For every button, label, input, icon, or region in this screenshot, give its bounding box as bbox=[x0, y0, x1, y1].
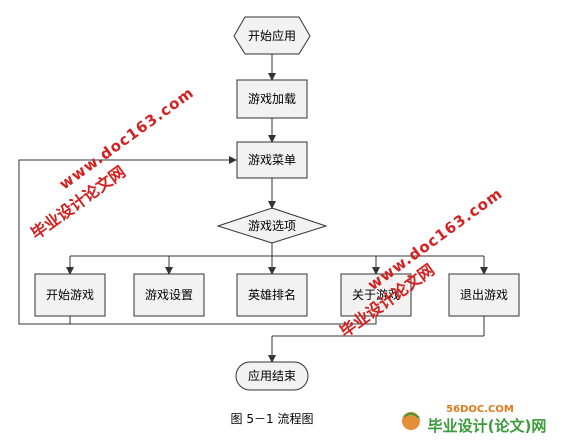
connectors bbox=[18, 54, 488, 363]
branch-about-shape bbox=[340, 273, 412, 317]
branch-start-game-shape bbox=[34, 273, 106, 317]
branch-ranking-label: 英雄排名 bbox=[248, 287, 296, 302]
logo-ball-icon bbox=[402, 412, 420, 430]
branch-start-game-label: 开始游戏 bbox=[46, 288, 94, 302]
start-node-shape bbox=[233, 16, 311, 55]
menu-node-shape bbox=[236, 141, 308, 179]
arrow-return-to-menu bbox=[18, 156, 237, 325]
loading-node-shape bbox=[236, 79, 308, 119]
options-node-label: 游戏选项 bbox=[248, 219, 296, 233]
options-node-shape bbox=[216, 207, 328, 244]
branch-exit-label: 退出游戏 bbox=[460, 288, 508, 302]
watermark-right: 毕业设计论文网 www.doc163.com bbox=[336, 184, 506, 341]
branch-ranking-shape bbox=[236, 273, 308, 317]
watermark-left: 毕业设计论文网 www.doc163.com bbox=[27, 83, 197, 243]
menu-node-label: 游戏菜单 bbox=[248, 153, 296, 167]
branch-about-label: 关于游戏 bbox=[352, 288, 400, 302]
site-logo: 56DOC.COM 毕业设计(论文)网 bbox=[402, 404, 546, 435]
branch-settings-shape bbox=[133, 273, 205, 317]
branch-exit-shape bbox=[448, 273, 520, 317]
start-node-label: 开始应用 bbox=[248, 28, 296, 43]
logo-domain: 56DOC.COM bbox=[446, 404, 514, 415]
figure-caption: 图 5－1 流程图 bbox=[231, 411, 314, 426]
logo-swoosh-icon bbox=[403, 412, 420, 419]
end-node-label: 应用结束 bbox=[248, 368, 296, 383]
logo-name: 毕业设计(论文)网 bbox=[428, 417, 547, 435]
branch-settings-label: 游戏设置 bbox=[145, 288, 193, 302]
loading-node-label: 游戏加载 bbox=[248, 92, 296, 106]
end-node-shape bbox=[235, 361, 309, 391]
return-bus bbox=[69, 316, 377, 325]
